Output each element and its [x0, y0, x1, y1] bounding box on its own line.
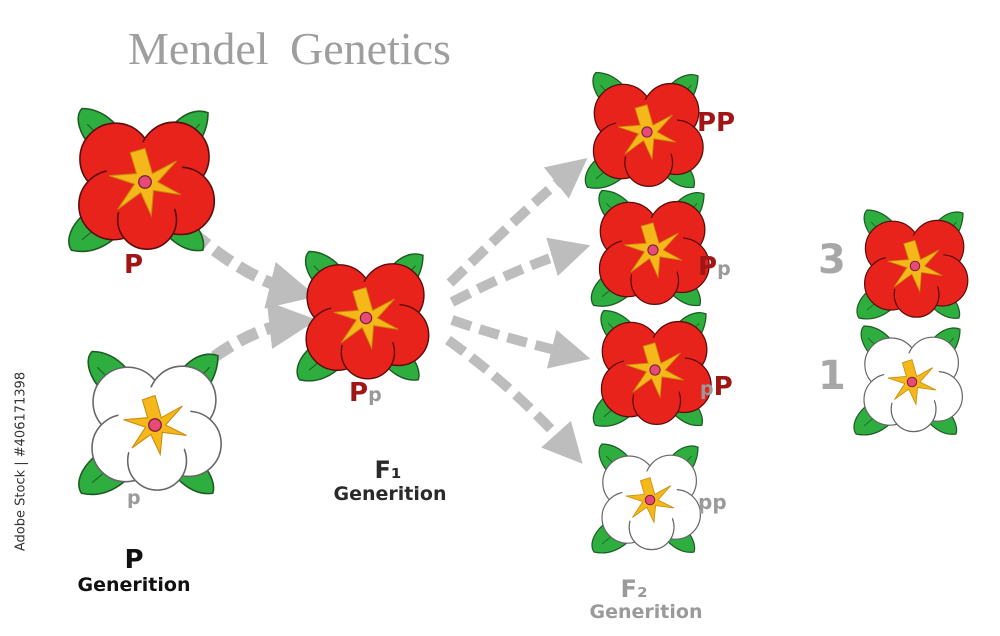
ratio-red-flower [856, 209, 969, 320]
f2-flower-PP [584, 71, 704, 189]
side-credit-text: Adobe Stock | #406171398 [13, 371, 29, 552]
diagram-title: Mendel Genetics [128, 23, 451, 74]
f1-red-flower [296, 250, 430, 382]
parent-generation-letter: P [124, 545, 144, 575]
f1-generation-word: Generition [333, 483, 447, 505]
f2-generation-title: F₂ [620, 575, 648, 603]
f1-genotype-dominant: Pp [349, 378, 382, 408]
arrow-f1-to-PP [446, 158, 588, 287]
f2-genotype-Pp: Pp [698, 252, 731, 282]
f1-generation-title: F₁ [374, 456, 402, 484]
ratio-white-flower [853, 325, 964, 436]
arrow-f1-to-Pp [449, 237, 591, 307]
arrow-f1-to-pp [445, 335, 583, 464]
parent-recessive-genotype: p [127, 487, 141, 509]
f2-genotype-pp: pp [698, 490, 727, 514]
f2-genotype-Pp-small: p [717, 258, 731, 280]
parent-dominant-genotype: P [124, 250, 144, 280]
f2-flower-Pp [590, 189, 710, 307]
ratio-dominant-count: 3 [818, 237, 846, 283]
f2-genotype-pP: pP [700, 372, 733, 402]
f2-genotype-pP-small: p [700, 378, 714, 400]
parent-white-flower [78, 350, 222, 496]
f2-generation-word: Generition [589, 601, 703, 623]
parent-generation-word: Generition [77, 574, 191, 596]
arrow-f1-to-pP [450, 315, 591, 369]
parent-red-flower [68, 107, 216, 253]
f1-genotype-recessive: p [368, 384, 382, 406]
f2-flower-pp [591, 443, 702, 554]
arrow-parent-dominant-to-f1 [188, 227, 317, 309]
f2-genotype-PP: PP [697, 108, 736, 138]
f2-flower-pP [592, 309, 712, 427]
ratio-recessive-count: 1 [818, 353, 846, 399]
